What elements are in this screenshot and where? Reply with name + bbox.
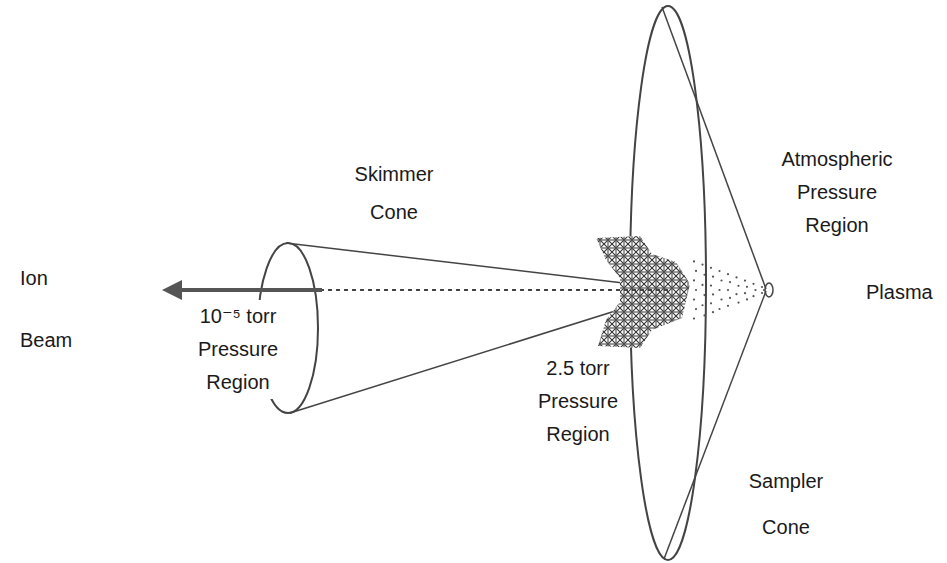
expansion-dot [693,260,695,262]
expansion-dot [718,270,720,272]
expansion-dot [720,298,722,300]
expansion-dot [752,295,754,297]
expansion-dot [761,292,763,294]
expansion-dot [729,297,731,299]
expansion-dot [712,293,714,295]
expansion-dot [735,276,737,278]
expansion-dot [737,302,739,304]
ion-beam-arrow [178,288,322,292]
part-label: Plasma [864,279,938,305]
hatched-region [596,236,690,348]
expansion-dot [710,302,712,304]
expansion-dot [693,318,695,320]
expansion-dot [718,308,720,310]
expansion-dot [703,294,705,296]
expansion-dot [718,289,720,291]
expansion-dot [729,281,731,283]
expansion-dot [703,274,705,276]
part-label: Ion Beam [18,247,92,371]
part-label: Atmospheric Pressure Region [770,143,904,242]
expansion-dot [744,280,746,282]
expansion-dot [693,279,695,281]
expansion-dot [693,298,695,300]
expansion-dot [720,279,722,281]
expansion-dot [712,311,714,313]
expansion-dot [737,285,739,287]
part-label: Skimmer Cone [342,155,446,231]
expansion-dot [727,289,729,291]
expansion-dot [761,286,763,288]
beam-path [320,289,668,291]
part-label: 2.5 torr Pressure Region [528,352,628,451]
expansion-dot [735,293,737,295]
expansion-dot [746,298,748,300]
part-label: 10⁻⁵ torr Pressure Region [180,300,296,399]
expansion-dot [695,270,697,272]
expansion-dot [746,286,748,288]
expansion-dot [727,305,729,307]
expansion-dot [710,284,712,286]
expansion-dot [701,264,703,266]
expansion-dot [744,292,746,294]
plasma-expansion-dots [693,260,765,319]
expansion-dot [695,289,697,291]
expansion-dot [712,276,714,278]
expansion-dot [754,289,756,291]
expansion-dot [763,289,765,291]
expansion-dot [727,273,729,275]
expansion-dot [695,308,697,310]
expansion-dot [701,304,703,306]
expansion-dot [703,314,705,316]
expansion-dot [752,283,754,285]
expansion-dot [710,267,712,269]
part-label: Sampler Cone [736,458,836,550]
expansion-dot [701,284,703,286]
